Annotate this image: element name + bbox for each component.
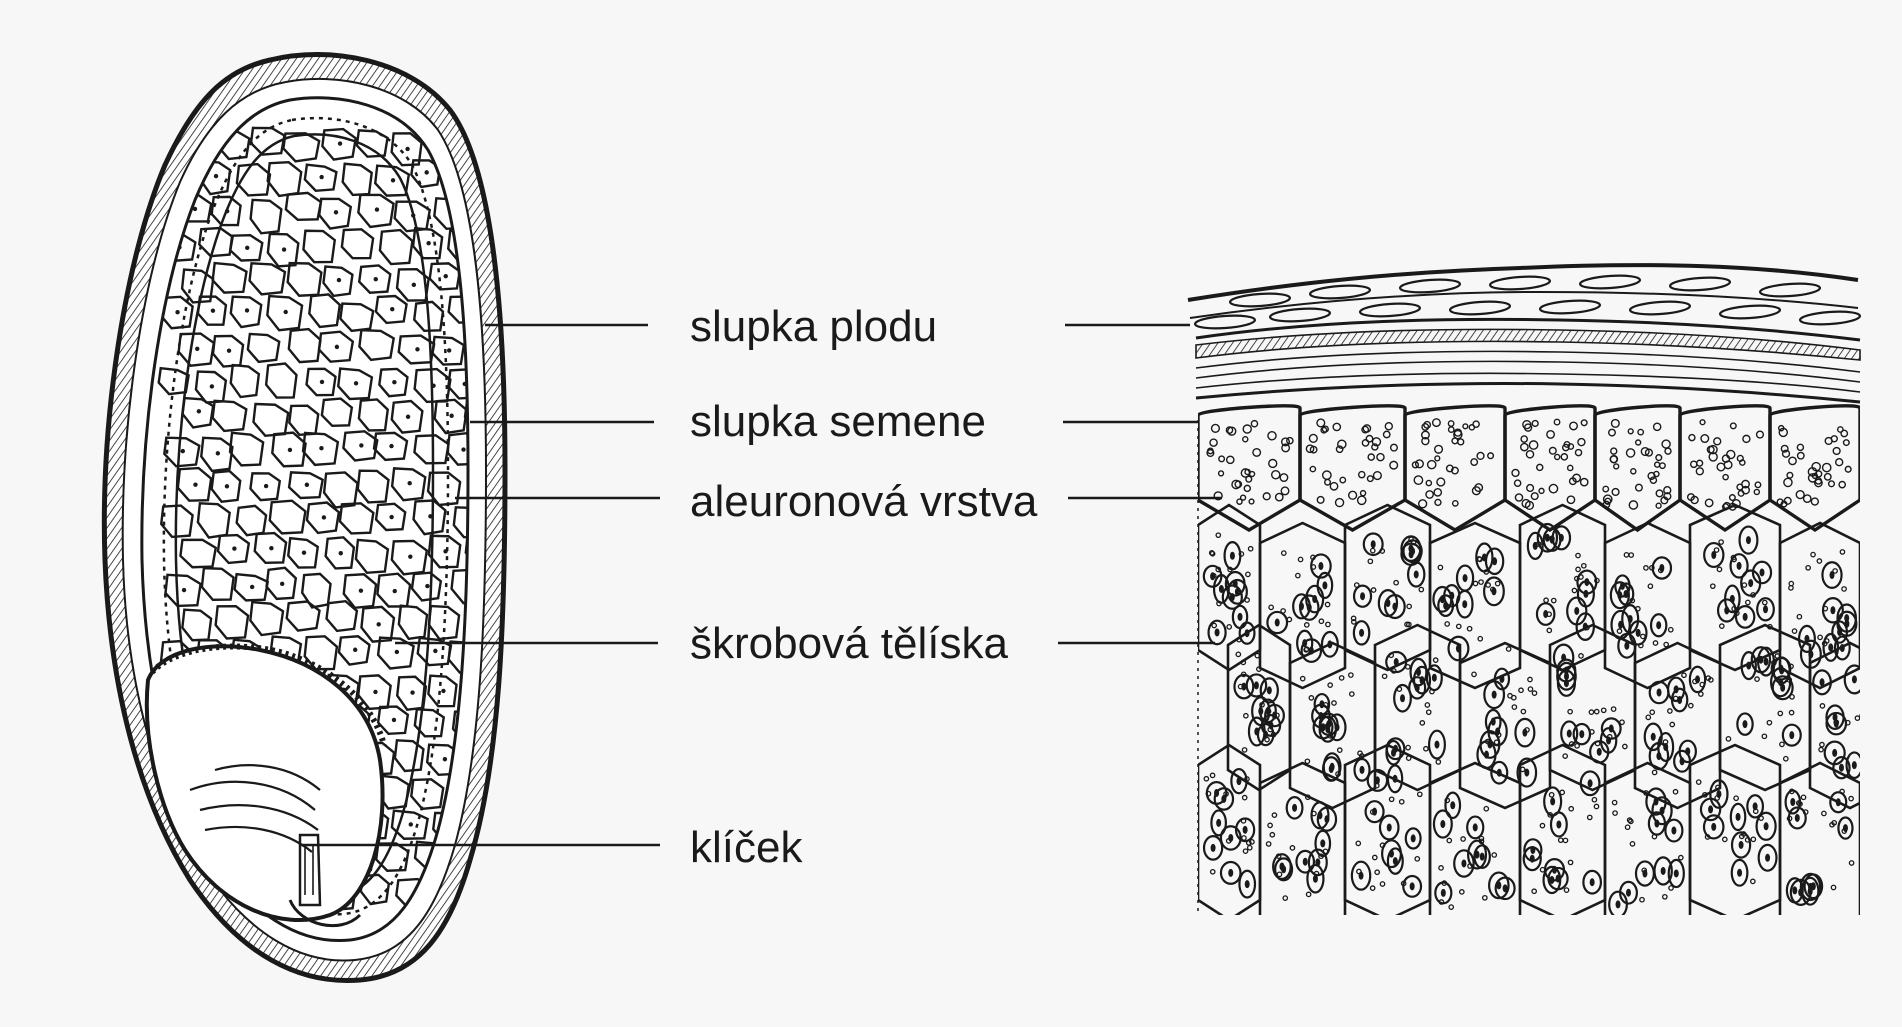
label-germ: klíček: [690, 823, 803, 872]
label-starch-grains: škrobová tělíska: [690, 619, 1008, 668]
label-fruit-coat: slupka plodu: [690, 302, 938, 351]
label-aleurone-layer: aleuronová vrstva: [690, 477, 1038, 526]
tissue-section-illustration: [1187, 263, 1862, 915]
leader-lines: [300, 323, 1222, 847]
grain-illustration: [101, 51, 508, 984]
label-seed-coat: slupka semene: [690, 397, 986, 446]
